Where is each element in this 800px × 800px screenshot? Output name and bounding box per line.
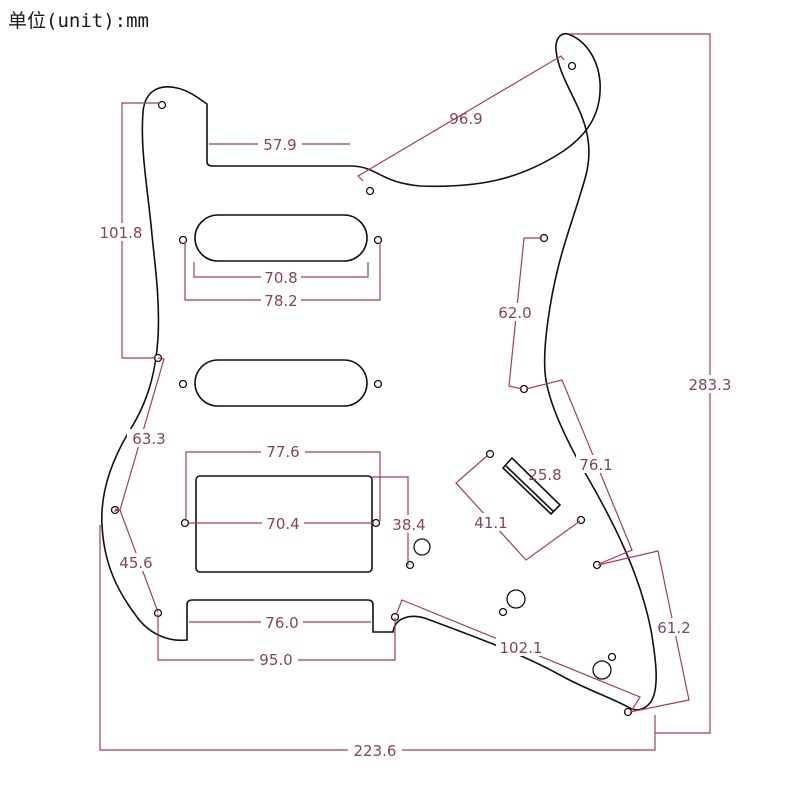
dim-switch-holes: 41.1 — [474, 514, 507, 532]
dimension-labels: 57.9 96.9 101.8 70.8 78.2 62.0 283.3 63.… — [98, 110, 736, 760]
screw-hole — [485, 449, 495, 459]
screw-hole — [178, 379, 188, 389]
dim-right-middle-holes: 76.1 — [579, 456, 612, 474]
neck-pickup-opening — [194, 214, 368, 262]
dim-overall-width: 223.6 — [354, 742, 397, 760]
dim-humbucker-height: 38.4 — [392, 516, 425, 534]
dim-neck-pickup-holes: 78.2 — [264, 292, 297, 310]
screw-hole — [567, 61, 577, 71]
screw-hole — [373, 235, 383, 245]
dim-horn-to-top-hole: 96.9 — [449, 110, 482, 128]
dimension-lines — [99, 33, 711, 751]
dim-humbucker-screws: 70.4 — [266, 515, 299, 533]
dim-left-middle-holes: 63.3 — [132, 430, 165, 448]
middle-pickup-opening — [194, 359, 368, 407]
screw-hole — [178, 235, 188, 245]
screw-hole — [607, 652, 617, 662]
dim-bridge-cutout: 76.0 — [265, 614, 298, 632]
dim-bottom-right-holes: 102.1 — [500, 639, 543, 657]
control-pot-hole — [592, 660, 612, 680]
control-pot-hole — [413, 538, 431, 556]
control-pot-hole — [506, 589, 526, 609]
switch-slot — [501, 456, 562, 516]
dim-left-lower-holes: 45.6 — [119, 554, 152, 572]
dim-right-upper-holes: 62.0 — [498, 304, 531, 322]
dim-neck-pickup-opening: 70.8 — [264, 269, 297, 287]
dim-bottom-left-holes: 95.0 — [259, 651, 292, 669]
dim-neck-pocket-width: 57.9 — [263, 136, 296, 154]
screw-hole — [365, 186, 375, 196]
dim-switch-slot: 25.8 — [528, 466, 561, 484]
pickguard-outline — [101, 32, 657, 711]
screw-hole — [157, 100, 167, 110]
dim-left-holes-span: 101.8 — [100, 224, 143, 242]
dim-right-lower-holes: 61.2 — [657, 619, 690, 637]
dim-overall-height: 283.3 — [689, 376, 732, 394]
screw-hole — [373, 379, 383, 389]
screw-hole — [498, 607, 508, 617]
unit-label: 单位(unit):mm — [8, 10, 149, 32]
dim-humbucker-holes-outer: 77.6 — [266, 443, 299, 461]
